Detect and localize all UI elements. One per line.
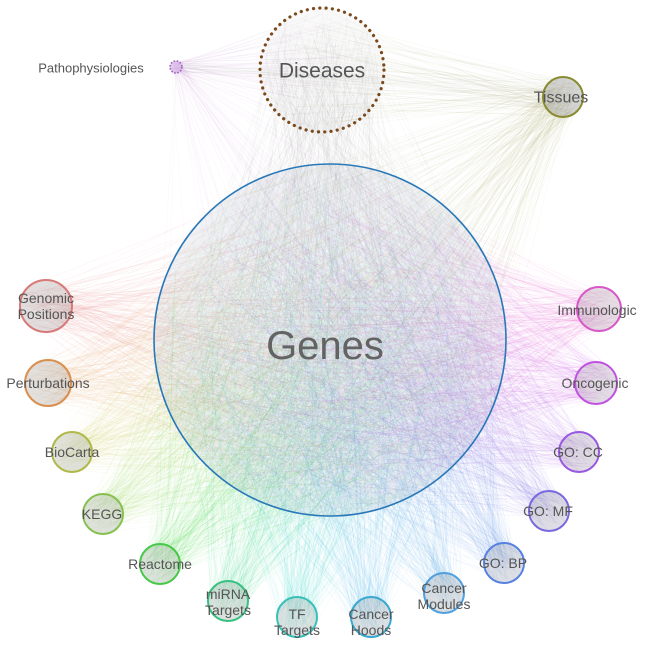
node-biocarta[interactable] (51, 431, 93, 473)
node-mirna-targets[interactable] (207, 580, 249, 622)
bundle-perturbations-genes (25, 170, 502, 500)
node-reactome[interactable] (139, 543, 181, 585)
bundle-tissues-genes (158, 77, 583, 507)
node-go-mf[interactable] (528, 490, 570, 532)
bundle-cancer-hoods-genes (160, 168, 505, 637)
node-oncogenic[interactable] (574, 361, 618, 405)
bundle-go-cc-genes (158, 166, 598, 507)
node-cancer-hoods[interactable] (350, 596, 392, 638)
node-perturbations[interactable] (24, 359, 72, 407)
bundle-pathophysiologies-tissues (172, 61, 581, 112)
node-cancer-modules[interactable] (423, 572, 465, 614)
bundle-mirna-targets-genes (157, 165, 499, 621)
bundle-tf-targets-genes (157, 169, 484, 637)
bundle-cancer-modules-genes (167, 170, 495, 613)
node-kegg[interactable] (82, 493, 124, 535)
node-tissues[interactable] (542, 76, 584, 118)
node-genes[interactable] (153, 163, 507, 517)
node-genomic-positions[interactable] (19, 279, 73, 333)
bundle-genomic-positions-genes (20, 176, 496, 510)
bundle-go-bp-genes (162, 175, 524, 581)
bundle-diseases-genes (158, 8, 505, 509)
node-go-cc[interactable] (558, 431, 600, 473)
label-pathophysiologies: Pathophysiologies (38, 61, 144, 76)
bundle-immunologic-genes (159, 172, 620, 501)
bundle-kegg-genes (83, 164, 503, 533)
node-immunologic[interactable] (576, 286, 622, 332)
node-pathophysiologies[interactable] (169, 60, 183, 74)
bundle-pathophysiologies-genes (161, 61, 492, 507)
bundle-go-mf-genes (157, 175, 569, 531)
node-go-bp[interactable] (483, 542, 525, 584)
node-tf-targets[interactable] (276, 596, 318, 638)
edge-bundles (20, 7, 620, 637)
bundle-reactome-genes (140, 171, 506, 584)
bundle-diseases-pathophysiologies (170, 13, 375, 128)
bundle-biocarta-genes (52, 165, 492, 505)
bundle-diseases-tissues (261, 7, 583, 127)
nodes (19, 6, 622, 638)
node-diseases[interactable] (258, 6, 386, 134)
